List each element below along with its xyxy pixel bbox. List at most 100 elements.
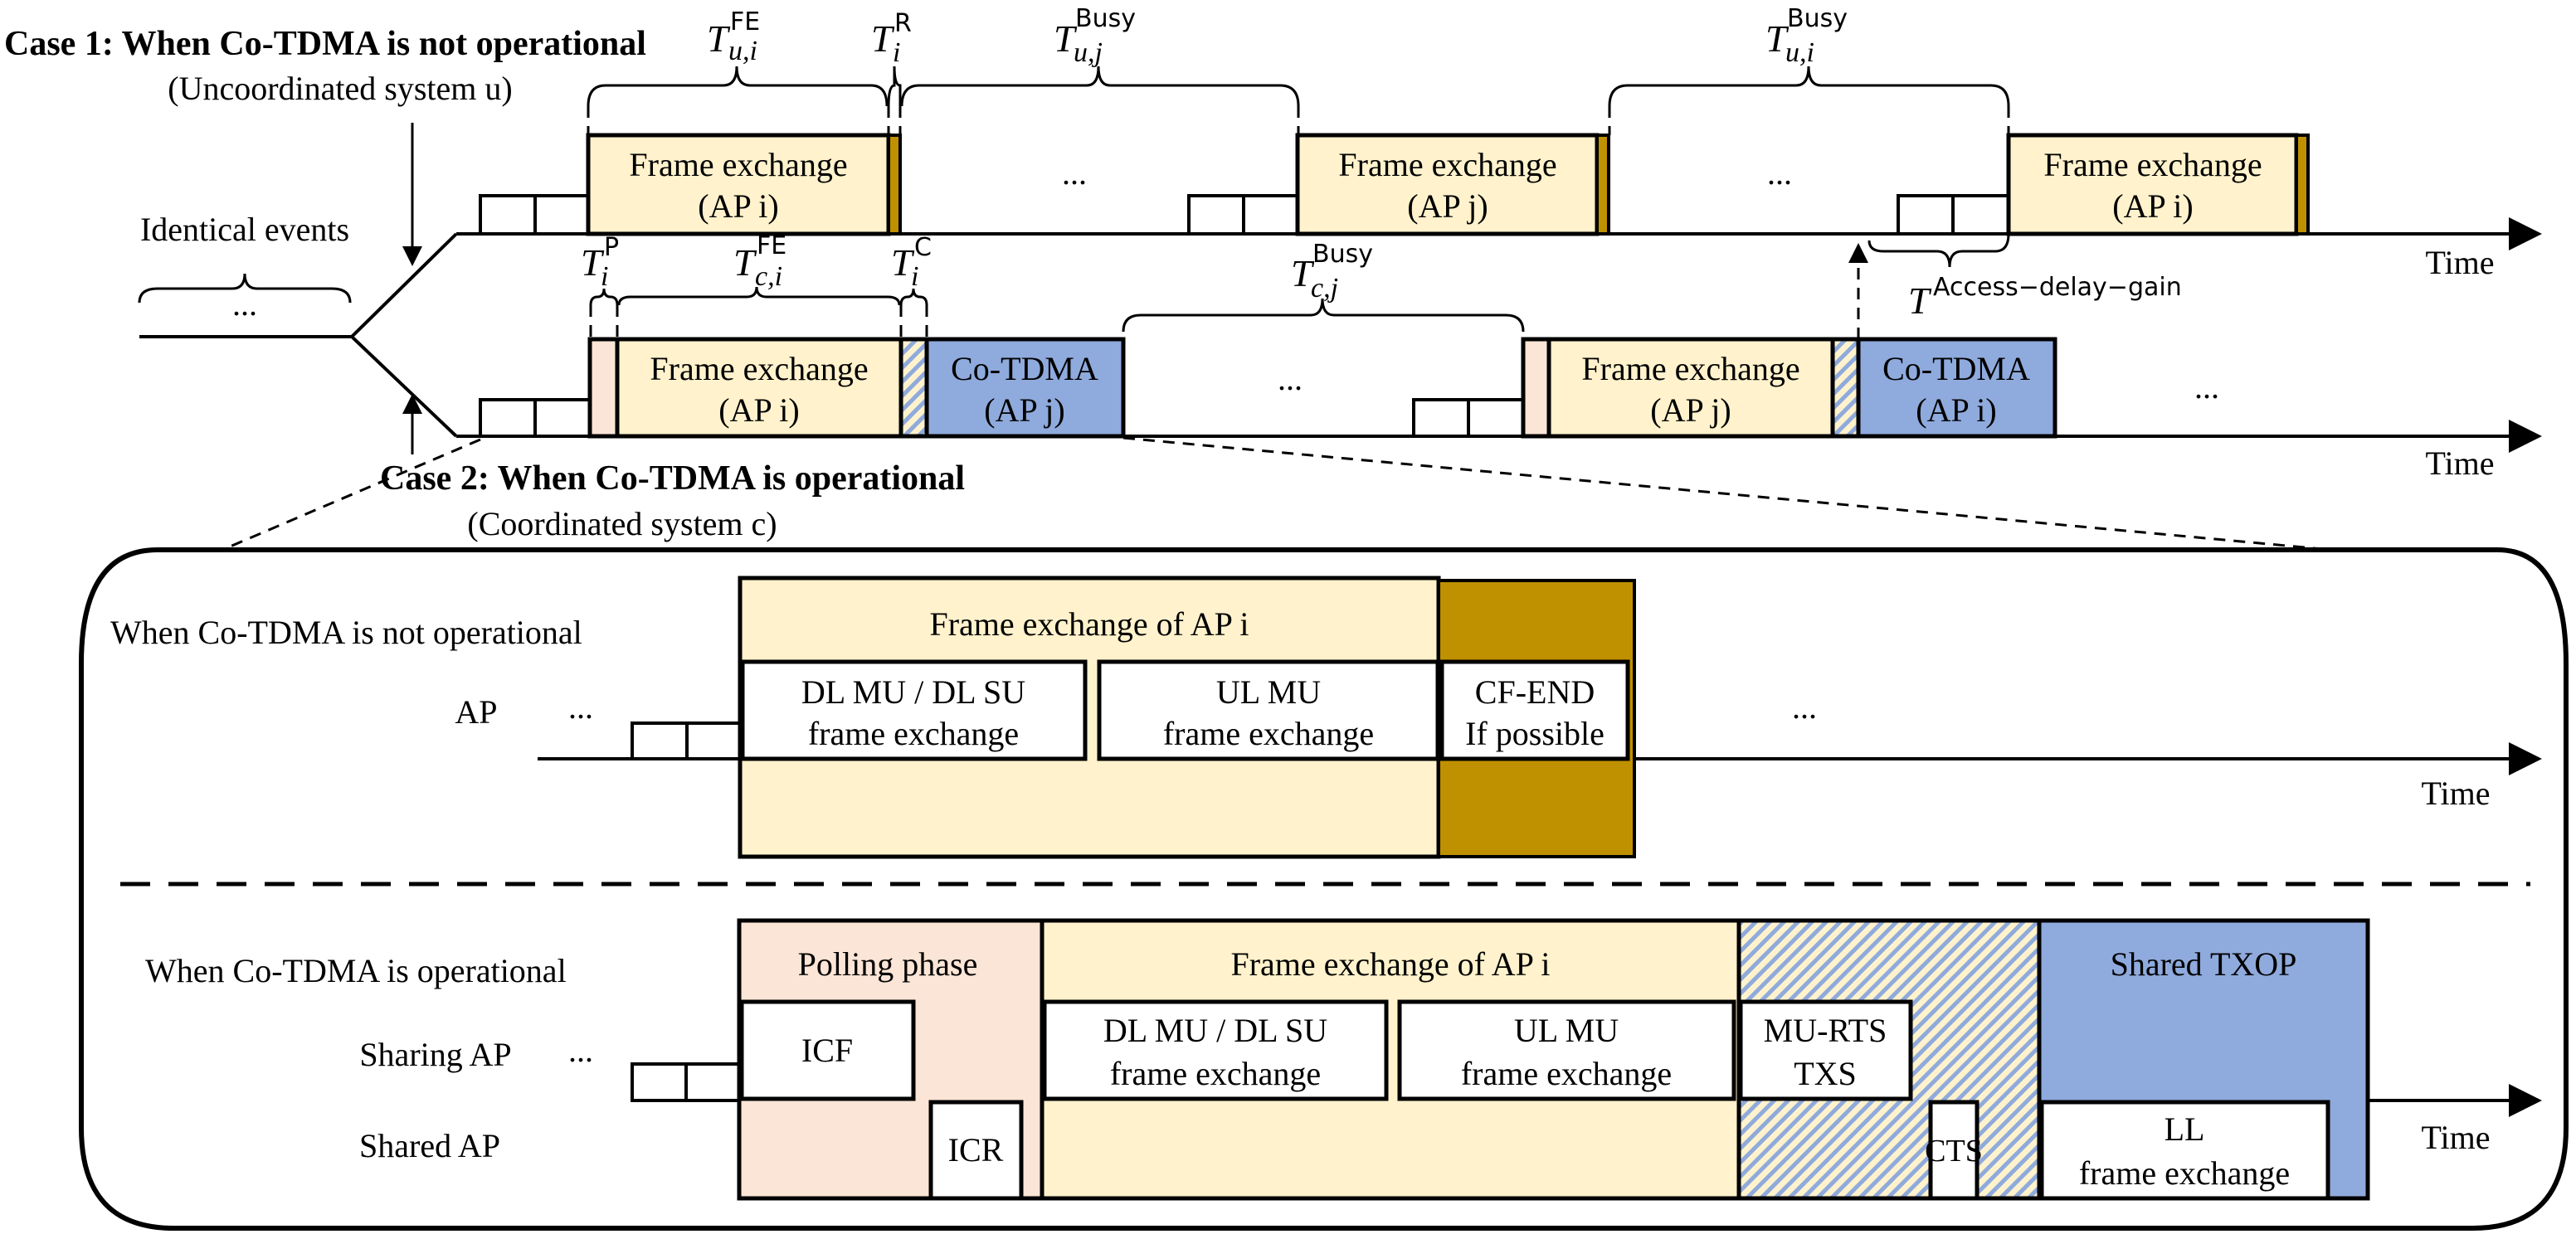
- box-line2: frame exchange: [1110, 1055, 1321, 1092]
- detail-cf-end-box: CF-END If possible: [1439, 659, 1630, 761]
- icf-label: ICF: [801, 1032, 853, 1069]
- bottom-duration-guides: [589, 305, 928, 339]
- detail-ap-ellipsis-left: ...: [568, 688, 593, 726]
- math-sub: u,j: [1074, 37, 1103, 68]
- box-line1: Frame exchange: [629, 146, 847, 183]
- icr-label: ICR: [948, 1131, 1004, 1168]
- math-sup: FE: [757, 231, 786, 260]
- math-sub: i: [911, 261, 918, 292]
- box-line1: CF-END: [1475, 673, 1595, 711]
- detail-ul-box: UL MU frame exchange: [1097, 659, 1440, 761]
- case1-subtitle: (Uncoordinated system u): [168, 70, 512, 107]
- box-line1: Frame exchange: [650, 350, 868, 387]
- bottom-co-tdma-ap-j: Co-TDMA (AP j): [924, 337, 1126, 439]
- box-line1: Frame exchange: [2043, 146, 2262, 183]
- brace-t-access-delay-gain: [1867, 233, 2010, 268]
- detail-shared-ap-label: Shared AP: [359, 1127, 500, 1164]
- box-line2: (AP j): [984, 391, 1064, 429]
- box-line2: frame exchange: [2079, 1154, 2290, 1192]
- box-line2: (AP j): [1650, 391, 1731, 429]
- math-sup: FE: [730, 7, 760, 36]
- box-line1: Co-TDMA: [951, 350, 1098, 387]
- bottom-txs-hatch-1: [898, 337, 929, 439]
- math-sup: Busy: [1075, 4, 1136, 33]
- math-sup: R: [894, 9, 912, 38]
- detail-sharing-backoff: [631, 1062, 741, 1102]
- polling-title: Polling phase: [798, 945, 978, 983]
- detail-ll-box: LL frame exchange: [2039, 1100, 2330, 1201]
- math-base: T: [707, 17, 731, 60]
- math-sup: P: [604, 233, 619, 262]
- math-base: T: [871, 17, 895, 60]
- math-base: T: [733, 241, 757, 284]
- top-frame-exchange-ap-i-2: Frame exchange (AP i): [2006, 133, 2310, 236]
- box-line2: frame exchange: [1163, 715, 1374, 752]
- box-line2: (AP i): [1916, 391, 1996, 429]
- detail-ap-backoff: [631, 721, 742, 760]
- detail-icf-box: ICF: [739, 999, 916, 1101]
- box-line1: Frame exchange: [1581, 350, 1799, 387]
- math-sub: c,i: [755, 261, 782, 292]
- detail-ap-ellipsis-right: ...: [1792, 688, 1817, 726]
- label-t-p-i: T P i: [581, 233, 619, 292]
- label-t-r-i: T R i: [871, 9, 912, 68]
- box-line2: (AP i): [2112, 187, 2193, 225]
- brace-t-busy-c-j: [1122, 298, 1525, 333]
- top-frame-exchange-ap-i-1: Frame exchange (AP i): [586, 133, 902, 236]
- detail-sharing-ap-ellipsis: ...: [568, 1032, 593, 1069]
- box-line1: Frame exchange: [1338, 146, 1556, 183]
- identical-events-brace: [138, 273, 352, 304]
- top-backoff-1: [479, 194, 590, 236]
- bottom-co-tdma-ap-i: Co-TDMA (AP i): [1856, 337, 2057, 439]
- math-base: T: [1908, 279, 1932, 322]
- label-t-busy-u-i: T Busy u,i: [1765, 4, 1848, 68]
- brace-t-busy-u-j: [900, 66, 1300, 107]
- bottom-ellipsis-1: ...: [1278, 360, 1303, 397]
- math-sup: Access−delay−gain: [1933, 273, 2182, 302]
- math-base: T: [581, 241, 605, 284]
- detail-lower-time-label: Time: [2421, 1119, 2490, 1156]
- box-line2: TXS: [1794, 1055, 1857, 1092]
- box-line1: DL MU / DL SU: [801, 673, 1025, 711]
- identical-events-label: Identical events: [140, 211, 349, 248]
- top-ellipsis-1: ...: [1062, 154, 1087, 192]
- box-line2: frame exchange: [1461, 1055, 1672, 1092]
- case2-subtitle: (Coordinated system c): [467, 505, 777, 542]
- detail-dl-box-op: DL MU / DL SU frame exchange: [1042, 999, 1389, 1101]
- brace-t-r-i: [887, 66, 902, 107]
- identical-events-ellipsis: ...: [232, 285, 257, 323]
- bottom-time-label: Time: [2425, 445, 2494, 482]
- label-t-access-delay-gain: T Access−delay−gain: [1908, 273, 2182, 322]
- bottom-frame-exchange-ap-i: Frame exchange (AP i): [615, 337, 903, 439]
- box-line1: UL MU: [1514, 1012, 1619, 1049]
- box-line1: MU-RTS: [1764, 1012, 1887, 1049]
- math-base: T: [1765, 17, 1790, 60]
- zoom-connector-right: [1122, 436, 2332, 551]
- detail-sharing-ap-label: Sharing AP: [359, 1036, 511, 1073]
- brace-t-fe-c-i: [617, 286, 901, 306]
- box-line2: (AP j): [1407, 187, 1488, 225]
- label-t-busy-u-j: T Busy u,j: [1054, 4, 1136, 68]
- detail-dl-box: DL MU / DL SU frame exchange: [740, 659, 1088, 761]
- bottom-polling-2: [1521, 337, 1551, 439]
- detail-ap-label: AP: [455, 693, 497, 731]
- math-sup: Busy: [1787, 4, 1848, 33]
- math-base: T: [1291, 252, 1315, 294]
- top-time-label: Time: [2425, 244, 2494, 281]
- fe-title: Frame exchange of AP i: [1230, 945, 1550, 983]
- top-ellipsis-2: ...: [1767, 154, 1792, 192]
- detail-ul-box-op: UL MU frame exchange: [1397, 999, 1736, 1101]
- math-base: T: [891, 241, 915, 284]
- bottom-ellipsis-2: ...: [2194, 368, 2219, 406]
- fe-title: Frame exchange of AP i: [929, 605, 1249, 643]
- box-line2: (AP i): [698, 187, 778, 225]
- detail-operational-heading: When Co-TDMA is operational: [145, 952, 567, 989]
- brace-t-c-i: [899, 288, 928, 306]
- bottom-backoff-1: [479, 398, 592, 438]
- math-sup: C: [914, 233, 932, 262]
- math-sub: i: [601, 261, 608, 292]
- bottom-backoff-2: [1412, 398, 1525, 438]
- bottom-polling-1: [587, 337, 620, 439]
- shared-txop-title: Shared TXOP: [2111, 945, 2297, 983]
- case2-title: Case 2: When Co-TDMA is operational: [380, 459, 965, 498]
